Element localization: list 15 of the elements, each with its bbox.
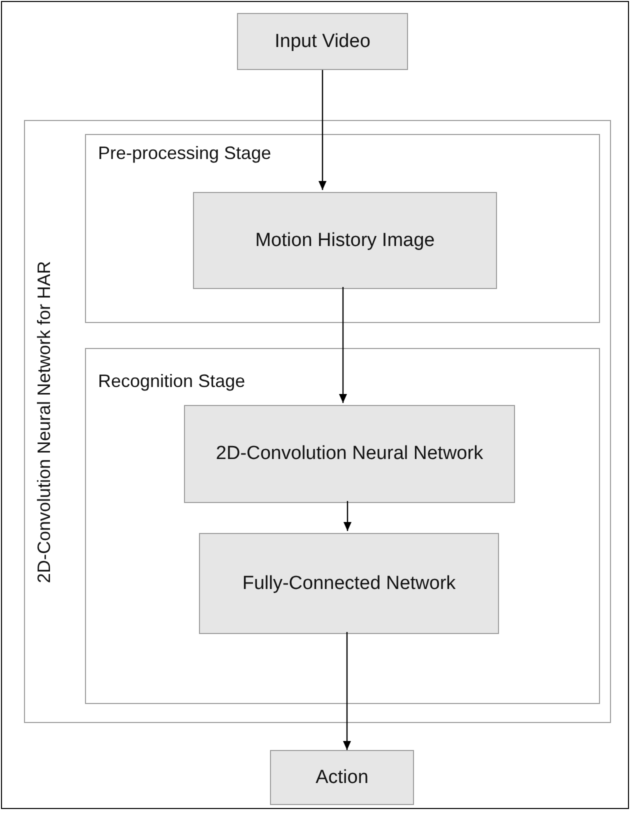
- arrow: [339, 287, 347, 403]
- panel-title: 2D-Convolution Neural Network for HAR: [34, 260, 55, 583]
- network-panel: [24, 120, 611, 723]
- process-box: Fully-Connected Network: [199, 533, 499, 634]
- stage-title: Recognition Stage: [98, 371, 246, 392]
- stage-panel: [85, 348, 600, 704]
- process-box: Motion History Image: [193, 192, 497, 289]
- process-box: 2D-Convolution Neural Network: [184, 405, 515, 503]
- stage-title: Pre-processing Stage: [98, 143, 272, 164]
- process-box: Input Video: [237, 13, 408, 70]
- arrow: [344, 501, 352, 531]
- stage-panel: [85, 134, 600, 323]
- arrow: [343, 632, 351, 750]
- arrow: [318, 70, 326, 190]
- process-box: Action: [270, 750, 414, 805]
